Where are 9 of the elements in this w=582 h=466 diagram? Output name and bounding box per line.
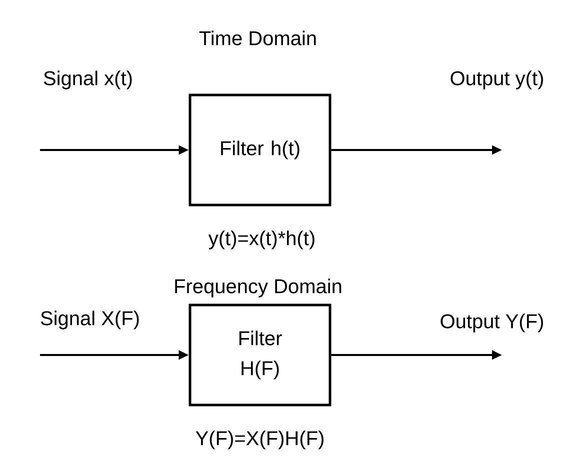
edge-label: Signal X(F) <box>40 310 139 330</box>
edge-label: Output Y(F) <box>440 314 543 332</box>
heading: Time Domain <box>199 30 316 46</box>
edge-label: Output y(t) <box>450 70 543 90</box>
filter-box: Filter h(t) <box>188 94 332 206</box>
equation: Y(F)=X(F)H(F) <box>196 430 324 450</box>
filter-box: Filter H(F) <box>188 304 332 406</box>
equation: y(t)=x(t)*h(t) <box>208 230 314 250</box>
edge-label: Signal x(t) <box>44 70 132 90</box>
